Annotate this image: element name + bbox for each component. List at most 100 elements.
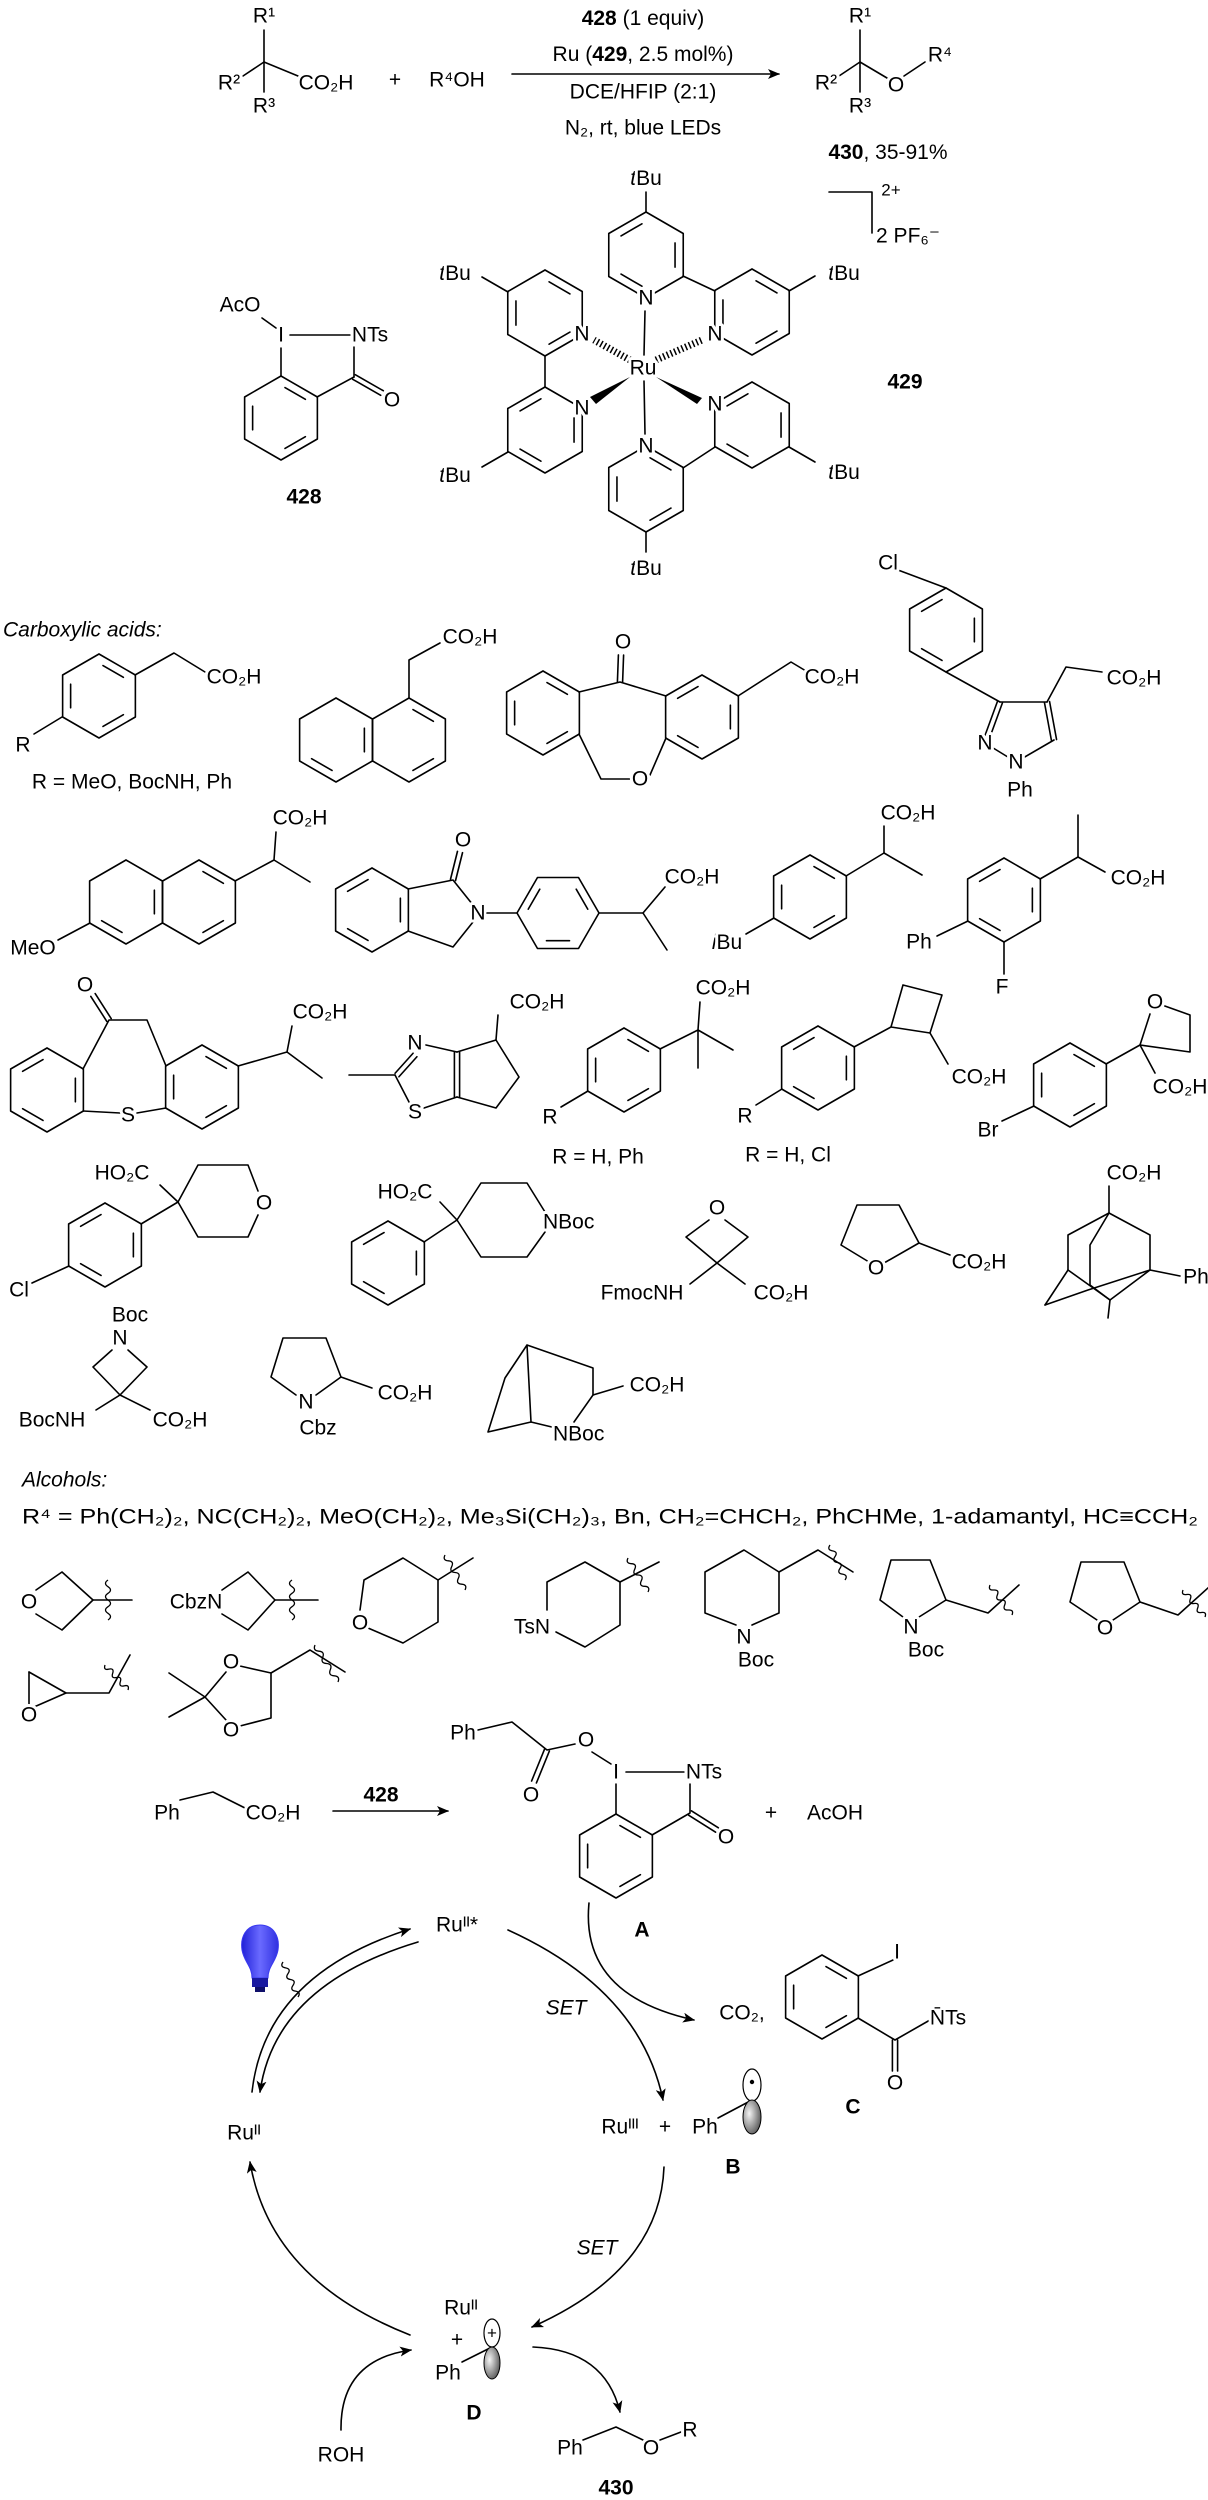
plus-sign: +: [765, 1802, 777, 1825]
ru-oxidized-label: Ruᴵᴵᴵ: [601, 2116, 638, 2139]
r-definition: R = H, Cl: [745, 1144, 831, 1167]
product-430-label: 430: [598, 2477, 633, 2500]
ring-double-bond: [813, 914, 836, 929]
nitrogen-label: N: [574, 323, 589, 346]
bond: [95, 1394, 121, 1411]
boc-label: Boc: [738, 1649, 774, 1672]
bond: [530, 1421, 557, 1429]
bond: [685, 1219, 749, 1264]
co2h-label: CO₂H: [153, 1409, 208, 1432]
aromatic-ring: [9, 1047, 85, 1133]
aromatic-ring: [772, 854, 848, 940]
aromatic-ring: [164, 1044, 240, 1130]
bond: [408, 642, 441, 699]
radical-dot-icon: [749, 2079, 755, 2085]
ring-double-bond: [284, 386, 307, 401]
tbu-label: tBu: [630, 167, 662, 190]
bond: [159, 1184, 179, 1203]
r-definition: R = H, Ph: [552, 1146, 644, 1169]
ring-double-bond: [284, 435, 307, 450]
bond: [1139, 1044, 1156, 1074]
ring-double-bond: [978, 868, 1001, 883]
chloro-label: Cl: [878, 552, 898, 575]
double-bond: [690, 1809, 720, 1829]
aromatic-ring: [908, 587, 984, 673]
set-reduction-arrow: [531, 2166, 665, 2328]
bond: [1107, 1299, 1111, 1319]
co2h-label: CO₂H: [293, 1001, 348, 1024]
set-label: SET: [577, 2237, 620, 2260]
plus-sign: +: [389, 69, 401, 92]
acids-heading: Carboxylic acids:: [3, 619, 162, 642]
alcohols-heading: Alcohols:: [20, 1469, 107, 1492]
ring-double-bond: [205, 1055, 228, 1070]
wavy-bond-icon: [288, 1579, 296, 1621]
bond: [481, 276, 509, 293]
r-label: R: [737, 1105, 752, 1128]
bond: [487, 1344, 594, 1433]
ring-double-bond: [548, 331, 571, 345]
bond: [697, 1029, 734, 1051]
ring-double-bond: [920, 598, 943, 613]
oxygen-label: O: [632, 768, 648, 791]
bromo-label: Br: [978, 1119, 999, 1142]
pyridine-ring: [506, 269, 584, 357]
bond: [838, 61, 861, 77]
reactant-r1: R¹: [253, 5, 275, 28]
wavy-bond-icon: [988, 1584, 1014, 1616]
bond: [92, 1349, 148, 1396]
bond: [407, 879, 474, 906]
bond: [591, 1751, 612, 1765]
aromatic-ring: [88, 859, 164, 945]
ring-double-bond: [202, 919, 225, 934]
bond: [270, 1649, 346, 1674]
boc-label: Boc: [112, 1304, 148, 1327]
co2h-label: CO₂H: [443, 626, 498, 649]
ibu-bu: Bu: [716, 931, 742, 954]
bond: [423, 1182, 546, 1243]
ring-double-bond: [412, 757, 435, 772]
tbu-label: tBu: [630, 557, 662, 580]
bond: [168, 1672, 206, 1718]
bond: [204, 1696, 227, 1721]
bond: [682, 446, 716, 469]
ring-double-bond: [21, 1058, 44, 1073]
light-bulb-icon: [241, 1924, 279, 1979]
reactant-r3: R³: [253, 95, 275, 118]
pyridine-ring: [506, 386, 584, 474]
bond: [261, 317, 277, 329]
co2h-label: CO₂H: [1153, 1076, 1208, 1099]
counterion-label: 2 PF₆⁻: [876, 225, 940, 248]
charge-bracket: [828, 191, 873, 234]
phenyl-label: Ph: [1007, 779, 1033, 802]
ring-double-bond: [310, 757, 333, 772]
benzene-ring: [243, 375, 319, 461]
phenyl-label: Ph: [692, 2116, 718, 2139]
double-bond: [535, 1750, 551, 1784]
ring-double-bond: [362, 1280, 385, 1295]
tbu-label: tBu: [828, 461, 860, 484]
ring-double-bond: [100, 919, 123, 934]
co2h-label: CO₂H: [754, 1282, 809, 1305]
nitrogen-label: N: [638, 435, 653, 458]
fluoro-label: F: [996, 976, 1009, 999]
alcohol-label: ROH: [318, 2444, 365, 2467]
r-label: R: [15, 734, 30, 757]
nts-label: NTs: [352, 324, 388, 347]
bond: [560, 1090, 589, 1108]
bond: [221, 1571, 276, 1631]
nitrogen-label: N: [638, 287, 653, 310]
bond: [57, 922, 91, 941]
bond: [745, 917, 775, 935]
aromatic-ring: [161, 859, 237, 945]
bond: [65, 1654, 131, 1694]
bond: [461, 2346, 493, 2363]
nitrogen-label: N: [470, 902, 485, 925]
co2h-label: CO₂H: [952, 1251, 1007, 1274]
bond: [918, 1242, 951, 1256]
oxygen-label: O: [643, 2437, 659, 2460]
condition-reagent: 428 (1 equiv): [582, 7, 705, 30]
oxygen-label: O: [578, 1729, 594, 1752]
bond: [456, 1219, 546, 1258]
